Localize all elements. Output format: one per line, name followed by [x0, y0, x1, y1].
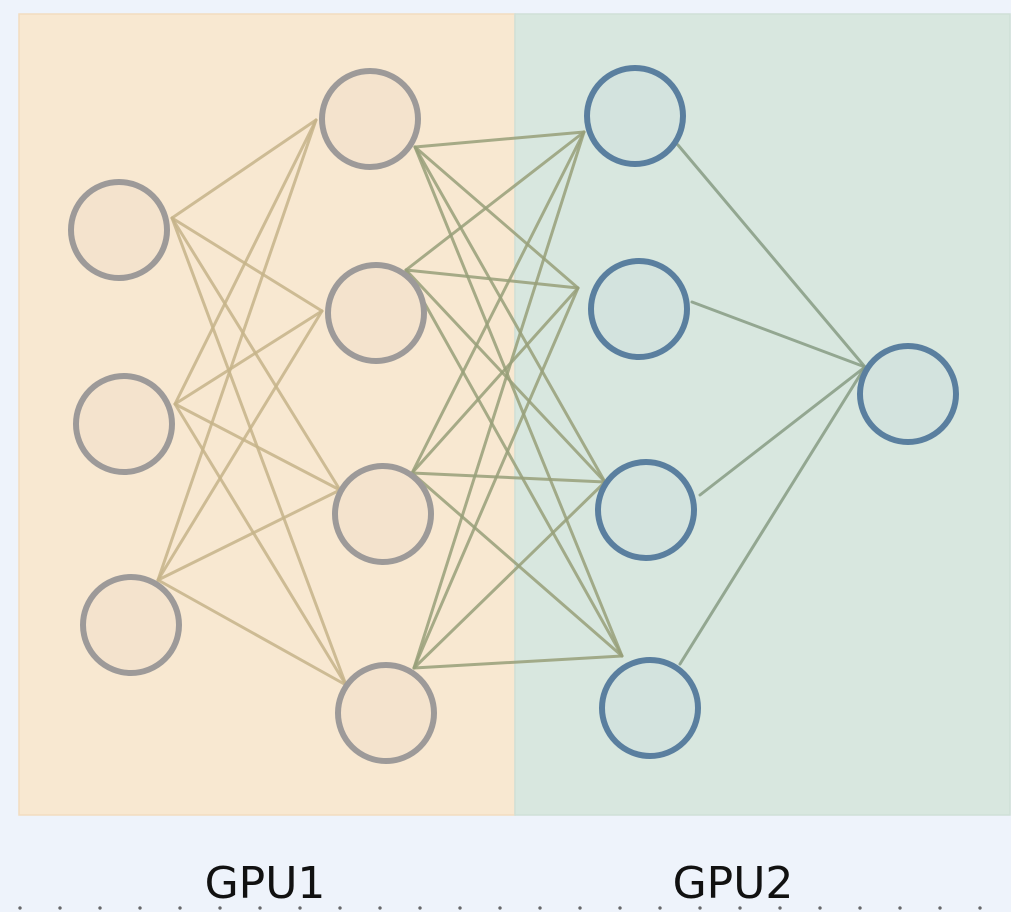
edge-hidden1-hidden2: [413, 145, 607, 484]
node-hidden-2-3: [595, 459, 697, 561]
edge-input-hidden1: [173, 118, 318, 406]
edge-hidden1-hidden2: [410, 130, 586, 475]
edge-input-hidden1: [156, 488, 342, 582]
node-hidden-1-3: [332, 463, 434, 565]
edge-hidden1-hidden2: [410, 286, 580, 475]
edge-hidden1-hidden2: [404, 130, 586, 272]
node-hidden-1-4: [335, 662, 437, 764]
node-hidden-2-1: [584, 65, 686, 167]
node-input-2: [73, 373, 175, 475]
gpu1-label: GPU1: [204, 858, 326, 909]
edge-hidden1-hidden2: [413, 145, 580, 290]
edge-input-hidden1: [156, 309, 324, 582]
edge-hidden1-hidden2: [404, 268, 580, 290]
gpu2-label: GPU2: [672, 858, 794, 909]
edge-input-hidden1: [173, 402, 342, 492]
edge-input-hidden1: [173, 309, 324, 406]
edge-input-hidden1: [170, 216, 348, 687]
edge-hidden1-hidden2: [412, 654, 624, 670]
edge-hidden2-output: [690, 300, 867, 369]
edge-hidden2-output: [678, 365, 867, 666]
node-hidden-2-4: [599, 657, 701, 759]
bottom-dotted-border: [0, 902, 1011, 910]
node-hidden-1-1: [319, 68, 421, 170]
edge-hidden1-hidden2: [410, 471, 607, 484]
node-hidden-1-2: [325, 262, 427, 364]
node-input-3: [80, 574, 182, 676]
edge-hidden1-hidden2: [404, 268, 624, 658]
edge-input-hidden1: [170, 216, 324, 313]
node-input-1: [68, 179, 170, 281]
edge-hidden2-output: [698, 365, 867, 497]
connection-edges: [156, 118, 867, 687]
edge-input-hidden1: [170, 118, 318, 220]
node-hidden-2-2: [588, 258, 690, 360]
edge-hidden1-hidden2: [412, 286, 580, 670]
edge-hidden1-hidden2: [410, 471, 624, 658]
edge-hidden1-hidden2: [412, 130, 586, 670]
edge-hidden1-hidden2: [413, 130, 586, 149]
edge-hidden1-hidden2: [413, 145, 624, 658]
edge-input-hidden1: [156, 578, 348, 687]
edge-hidden1-hidden2: [412, 480, 607, 670]
edge-hidden2-output: [676, 143, 867, 369]
node-output-1: [857, 343, 959, 445]
neuron-nodes: [68, 65, 959, 764]
edge-input-hidden1: [156, 118, 318, 582]
